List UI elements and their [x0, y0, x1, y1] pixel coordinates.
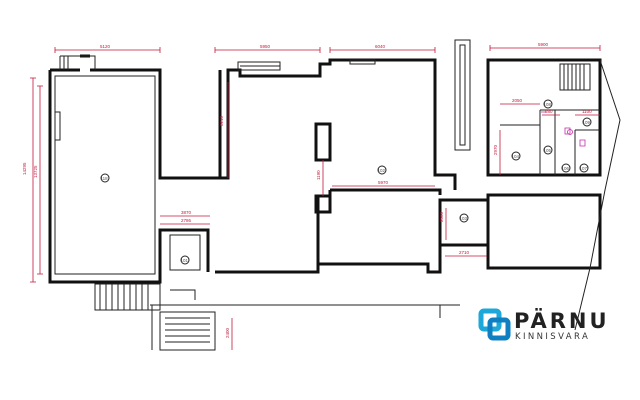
dim-label: 2050	[512, 98, 523, 103]
room-number: 106	[562, 166, 570, 171]
dim-label: 14295	[22, 162, 27, 175]
dim-label: 2710	[459, 250, 470, 255]
room-number: 102	[378, 168, 386, 173]
terrace-edge	[150, 304, 460, 350]
dim-label: 1100	[582, 109, 592, 114]
wall-pillar-left	[314, 122, 332, 162]
room-number: 105	[544, 148, 552, 153]
wall-pillar-mid	[314, 194, 332, 214]
dim-label: 2500	[439, 211, 444, 222]
stair-shaft	[454, 39, 471, 151]
dim-label: 5120	[100, 44, 111, 49]
room-number: 107	[580, 166, 588, 171]
logo-mark-icon	[478, 308, 511, 341]
wall-divider	[316, 188, 442, 264]
wall-center-lower	[158, 228, 442, 282]
dim-label: 3870	[181, 210, 192, 215]
dim-label: 2970	[493, 144, 498, 155]
window-center-top	[237, 61, 281, 71]
vestibule-door	[169, 234, 201, 300]
dim-label: 1190	[316, 170, 321, 180]
room-number: 118	[101, 176, 109, 181]
window-top-left	[59, 55, 96, 70]
property-boundary	[574, 59, 621, 331]
dim-label: 5970	[378, 180, 389, 185]
dimension-lines: 5120 5950 6040 5900 14295 13725 8210 119…	[22, 42, 601, 350]
room-number: 109	[583, 120, 591, 125]
fixture-sink	[567, 129, 573, 135]
dim-label: 8210	[219, 115, 224, 126]
brand-name: PÄRNU	[514, 309, 610, 333]
right-stairs	[559, 63, 591, 91]
room-number: 108	[544, 102, 552, 107]
fixtures	[541, 111, 586, 147]
brand-tagline: KINNISVARA	[515, 332, 591, 342]
right-rooms	[500, 109, 600, 175]
room-number: 101	[181, 258, 189, 263]
room-number: 103	[460, 216, 468, 221]
room-number: 104	[512, 154, 520, 159]
dim-label: 2400	[225, 327, 230, 338]
dim-label: 6040	[375, 44, 386, 49]
dim-label: 13725	[33, 165, 38, 178]
wall-right-lower	[486, 193, 602, 270]
dim-label: 5950	[260, 44, 271, 49]
room-labels: 118 101 102 103 104 105 106 107 108 109	[100, 99, 592, 265]
entrance-stairs	[94, 283, 161, 311]
left-room-inner	[54, 75, 156, 275]
wall-left-room	[50, 54, 222, 180]
dim-label: 880	[545, 109, 553, 114]
front-stairs	[159, 311, 216, 351]
brand-logo: PÄRNU KINNISVARA	[478, 306, 636, 346]
left-room-notch	[55, 111, 61, 141]
wall-center	[160, 58, 457, 190]
dim-label: 5900	[538, 42, 549, 47]
dim-label: 2786	[181, 218, 192, 223]
wall-right-wing	[486, 58, 602, 177]
window-mid-top	[349, 59, 376, 65]
